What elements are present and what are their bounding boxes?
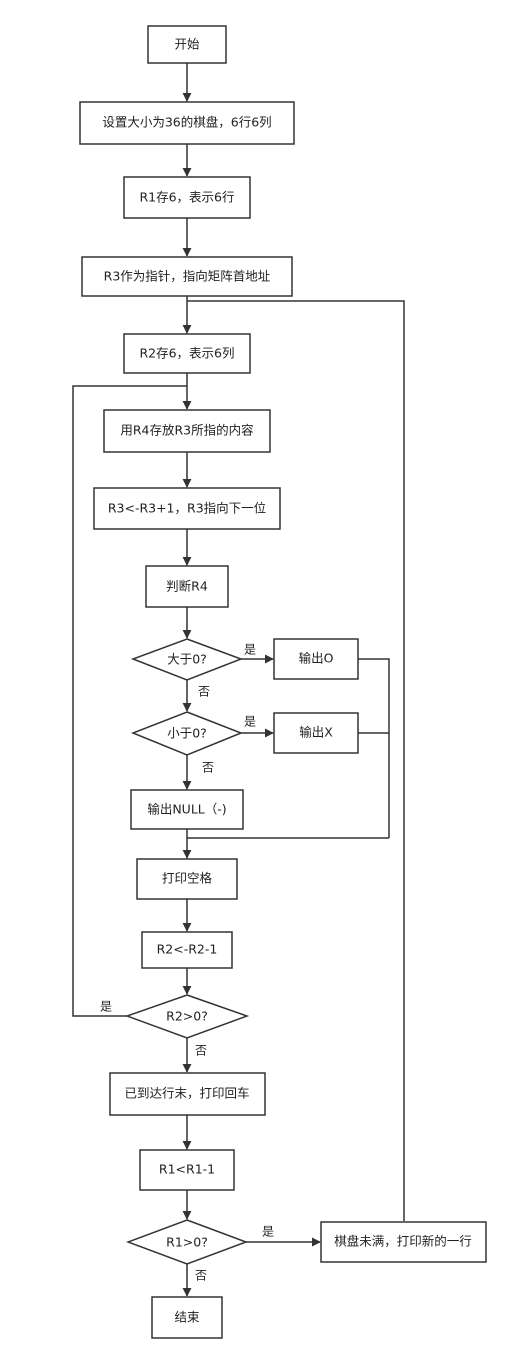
decision-lt-zero: 小于0? [130, 711, 244, 756]
label-r2-yes: 是 [100, 1000, 112, 1014]
node-start: 开始 [147, 25, 227, 64]
node-end-label: 结束 [174, 1310, 200, 1325]
node-print-x-label: 输出X [299, 725, 333, 740]
label-r1-no: 否 [195, 1269, 207, 1283]
node-r1-dec: R1<R1-1 [139, 1149, 235, 1191]
label-lt-no: 否 [202, 761, 214, 775]
node-board-setup-label: 设置大小为36的棋盘，6行6列 [102, 115, 271, 130]
node-print-null-label: 输出NULL（-) [147, 802, 226, 817]
node-row-end-label: 已到达行末，打印回车 [124, 1086, 249, 1101]
node-print-space-label: 打印空格 [162, 871, 213, 886]
node-r2-cols-label: R2存6，表示6列 [139, 346, 234, 361]
node-board-not-full-label: 棋盘未满，打印新的一行 [334, 1234, 472, 1249]
edge-o-merge [358, 658, 390, 838]
decision-lt-zero-label: 小于0? [167, 726, 207, 741]
node-r3-next-label: R3<-R3+1，R3指向下一位 [108, 501, 266, 516]
node-end: 结束 [151, 1296, 223, 1339]
node-check-r4: 判断R4 [145, 565, 229, 608]
node-board-setup: 设置大小为36的棋盘，6行6列 [79, 101, 295, 145]
edge-r2-yes-loop [72, 385, 187, 1017]
node-r3-pointer-label: R3作为指针，指向矩阵首地址 [104, 269, 271, 284]
node-print-o-label: 输出O [299, 651, 334, 666]
node-r2-cols: R2存6，表示6列 [123, 333, 251, 374]
node-r1-rows-label: R1存6，表示6行 [139, 190, 234, 205]
node-r1-dec-label: R1<R1-1 [159, 1162, 215, 1177]
node-print-null: 输出NULL（-) [130, 789, 244, 830]
label-gt-yes: 是 [244, 643, 256, 657]
node-r2-dec: R2<-R2-1 [141, 931, 233, 969]
node-print-space: 打印空格 [136, 858, 238, 900]
node-print-x: 输出X [273, 712, 359, 754]
node-r3-next: R3<-R3+1，R3指向下一位 [93, 487, 281, 530]
edge-newrow-loop [187, 300, 405, 1221]
node-row-end: 已到达行末，打印回车 [109, 1072, 266, 1116]
edge-labels: 是 否 是 否 是 否 是 否 [100, 643, 274, 1283]
connectors [72, 63, 405, 1297]
decision-r1-check-label: R1>0? [166, 1235, 208, 1250]
node-r3-pointer: R3作为指针，指向矩阵首地址 [81, 256, 293, 297]
label-r2-no: 否 [195, 1044, 207, 1058]
node-print-o: 输出O [273, 638, 359, 680]
node-r4-load: 用R4存放R3所指的内容 [103, 409, 271, 453]
node-check-r4-label: 判断R4 [166, 579, 208, 594]
label-r1-yes: 是 [262, 1225, 274, 1239]
node-board-not-full: 棋盘未满，打印新的一行 [320, 1221, 487, 1263]
node-start-label: 开始 [174, 37, 200, 52]
node-r2-dec-label: R2<-R2-1 [157, 942, 218, 957]
decision-gt-zero: 大于0? [130, 638, 244, 681]
decision-gt-zero-label: 大于0? [167, 652, 207, 667]
decision-r2-check: R2>0? [124, 994, 250, 1039]
node-r4-load-label: 用R4存放R3所指的内容 [120, 423, 253, 438]
decision-r2-check-label: R2>0? [166, 1009, 208, 1024]
node-r1-rows: R1存6，表示6行 [123, 176, 251, 219]
label-gt-no: 否 [198, 685, 210, 699]
label-lt-yes: 是 [244, 715, 256, 729]
decision-r1-check: R1>0? [125, 1219, 249, 1265]
